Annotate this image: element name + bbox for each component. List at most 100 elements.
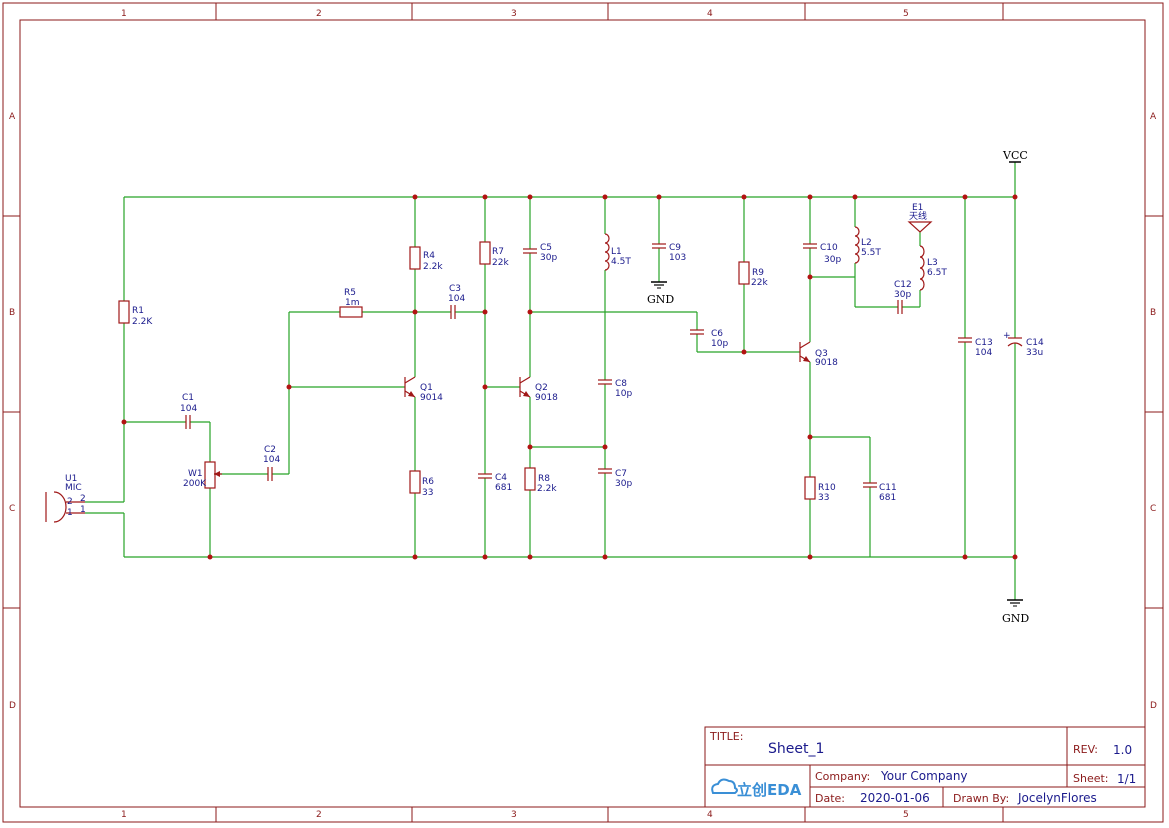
l3-ref: L3: [927, 258, 938, 268]
c5-value: 30p: [540, 253, 557, 263]
c7-ref: C7: [615, 469, 627, 479]
r10-value: 33: [818, 493, 829, 503]
component-c9[interactable]: C9 103: [652, 243, 686, 263]
component-r1[interactable]: R1 2.2K: [118, 300, 153, 327]
sheet-label: Sheet:: [1073, 772, 1109, 785]
component-c7[interactable]: C7 30p: [598, 468, 632, 489]
c13-ref: C13: [975, 338, 993, 348]
c6-value: 10p: [711, 339, 728, 349]
frame-col-bottom-2: 2: [316, 810, 322, 820]
c3-ref: C3: [449, 284, 461, 294]
e1-ref: E1: [912, 203, 923, 213]
c3-value: 104: [448, 294, 465, 304]
component-l1[interactable]: L1 4.5T: [604, 233, 631, 271]
r1-ref: R1: [132, 306, 144, 316]
component-r9[interactable]: R9 22k: [738, 261, 768, 288]
component-r6[interactable]: R6 33: [409, 470, 434, 498]
r7-value: 22k: [492, 258, 509, 268]
title-block: TITLE: Sheet_1 REV: 1.0 立创EDA Company: Y…: [704, 726, 1146, 808]
junctions: [121, 194, 1018, 560]
component-u1-mic[interactable]: U1 MIC 2 1 2 1: [45, 474, 86, 523]
r8-value: 2.2k: [537, 484, 557, 494]
r9-value: 22k: [751, 278, 768, 288]
component-c5[interactable]: C5 30p: [523, 243, 557, 263]
l1-ref: L1: [611, 247, 622, 257]
gnd-symbol-c9: GND: [647, 281, 674, 306]
gnd-label-main: GND: [1002, 612, 1029, 625]
component-q2[interactable]: Q2 9018: [519, 376, 558, 403]
component-r5[interactable]: R5 1m: [339, 288, 363, 318]
component-c10[interactable]: C10 30p: [803, 243, 841, 265]
component-c1[interactable]: C1 104: [180, 393, 197, 429]
title-label: TITLE:: [709, 730, 743, 743]
drawn-by-value: JocelynFlores: [1017, 791, 1097, 805]
component-e1-antenna[interactable]: E1 天线: [907, 203, 933, 233]
c14-value: 33u: [1026, 348, 1043, 358]
c8-value: 10p: [615, 389, 632, 399]
c14-polarity: +: [1003, 331, 1011, 341]
date-label: Date:: [815, 792, 845, 805]
company-label: Company:: [815, 770, 870, 783]
frame-col-bottom-1: 1: [121, 810, 127, 820]
l2-value: 5.5T: [861, 248, 881, 258]
frame-row-left-b: B: [9, 308, 15, 318]
r4-value: 2.2k: [423, 262, 443, 272]
u1-pin-1a: 1: [67, 508, 73, 518]
c8-ref: C8: [615, 379, 627, 389]
component-c14[interactable]: + C14 33u: [1003, 331, 1044, 358]
component-q3[interactable]: Q3 9018: [799, 341, 838, 368]
l2-ref: L2: [861, 238, 872, 248]
w1-value: 200K: [183, 479, 207, 489]
component-q1[interactable]: Q1 9014: [404, 376, 443, 403]
component-c6[interactable]: C6 10p: [690, 329, 728, 349]
logo-text: 立创EDA: [737, 781, 802, 799]
component-w1[interactable]: W1 200K: [183, 461, 222, 489]
component-r8[interactable]: R8 2.2k: [524, 467, 557, 494]
component-c2[interactable]: C2 104: [263, 445, 280, 481]
component-r10[interactable]: R10 33: [804, 476, 836, 503]
frame-col-top-2: 2: [316, 9, 322, 19]
c2-ref: C2: [264, 445, 276, 455]
frame-col-bottom-3: 3: [511, 810, 517, 820]
gnd-label-c9: GND: [647, 293, 674, 306]
c9-value: 103: [669, 253, 686, 263]
r5-value: 1m: [345, 298, 360, 308]
component-r7[interactable]: R7 22k: [479, 241, 509, 268]
component-c11[interactable]: C11 681: [863, 482, 897, 503]
q1-ref: Q1: [420, 383, 433, 393]
component-l3[interactable]: L3 6.5T: [919, 245, 947, 291]
q3-value: 9018: [815, 358, 838, 368]
component-r4[interactable]: R4 2.2k: [409, 246, 443, 272]
c9-ref: C9: [669, 243, 681, 253]
component-c8[interactable]: C8 10p: [598, 379, 632, 399]
c10-value: 30p: [824, 255, 841, 265]
component-c12[interactable]: C12 30p: [894, 280, 912, 314]
c7-value: 30p: [615, 479, 632, 489]
component-c13[interactable]: C13 104: [958, 337, 993, 358]
gnd-symbol-main: GND: [1002, 599, 1029, 625]
c13-value: 104: [975, 348, 992, 358]
wires: [85, 162, 1016, 600]
r5-ref: R5: [344, 288, 356, 298]
w1-ref: W1: [188, 469, 203, 479]
r4-ref: R4: [423, 251, 435, 261]
r6-ref: R6: [422, 477, 434, 487]
component-c3[interactable]: C3 104: [448, 284, 465, 319]
drawn-by-label: Drawn By:: [953, 792, 1009, 805]
u1-pin-2a: 2: [67, 497, 73, 507]
c5-ref: C5: [540, 243, 552, 253]
c14-ref: C14: [1026, 338, 1044, 348]
frame-col-bottom-4: 4: [707, 810, 713, 820]
r1-value: 2.2K: [132, 317, 153, 327]
company-value: Your Company: [880, 769, 968, 783]
component-c4[interactable]: C4 681: [478, 473, 512, 493]
c12-ref: C12: [894, 280, 912, 290]
component-l2[interactable]: L2 5.5T: [854, 226, 881, 264]
frame-row-right-b: B: [1150, 308, 1156, 318]
frame-row-right-c: C: [1150, 504, 1156, 514]
c1-value: 104: [180, 404, 197, 414]
rev-value: 1.0: [1113, 743, 1132, 757]
r9-ref: R9: [752, 268, 764, 278]
c11-value: 681: [879, 493, 896, 503]
